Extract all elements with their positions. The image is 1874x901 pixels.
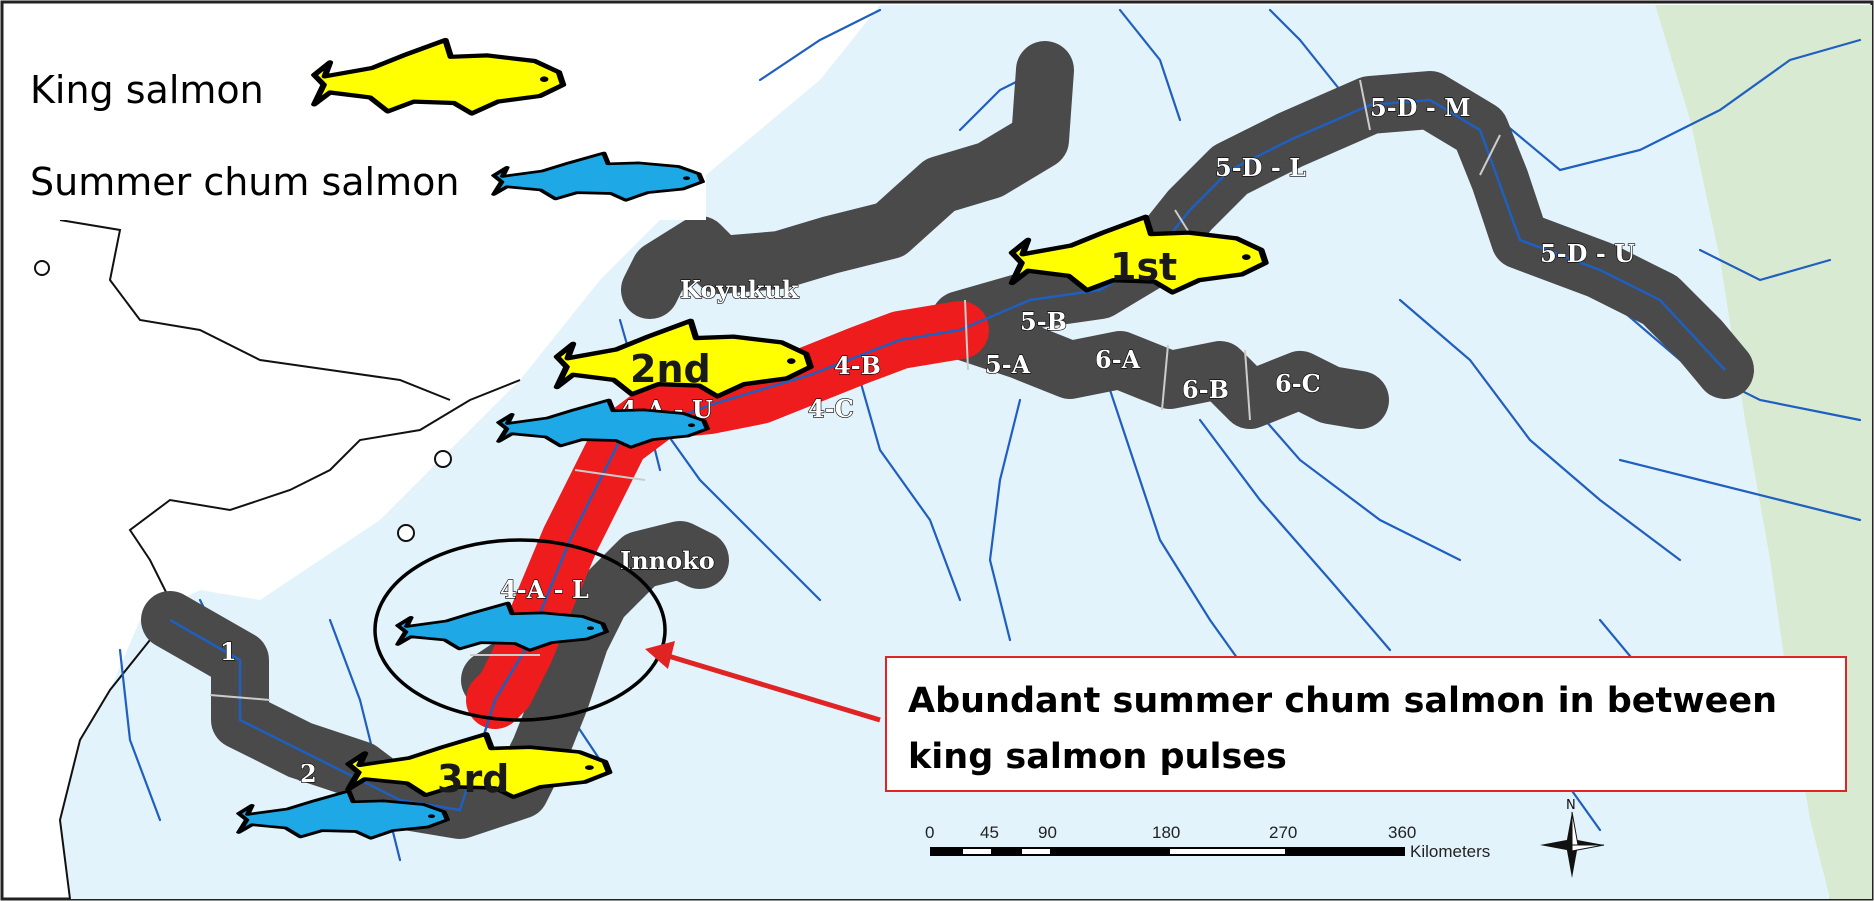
- segment-label: Innoko: [620, 546, 715, 575]
- north-label: N: [1566, 798, 1576, 813]
- legend-chum-label: Summer chum salmon: [30, 160, 459, 204]
- segment-label: 5-D - L: [1215, 153, 1306, 182]
- arrow-head: [645, 641, 675, 669]
- segment-boundaries: [209, 79, 1501, 701]
- scale-tick: 90: [1038, 823, 1057, 842]
- island: [397, 524, 415, 542]
- island: [434, 450, 452, 468]
- callout-box: [885, 656, 1847, 792]
- segment-label: Koyukuk: [680, 275, 800, 304]
- callout-arrow: [664, 652, 881, 723]
- scale-tick: 45: [980, 823, 999, 842]
- scale-tick: 270: [1269, 823, 1297, 842]
- scale-tick: 360: [1388, 823, 1416, 842]
- rank-label: 2nd: [630, 347, 711, 391]
- scale-bar: 0 45 90 180 270 360 Kilometers: [925, 823, 1490, 861]
- callout-line1: Abundant summer chum salmon in between: [908, 681, 1777, 721]
- segment-label: 5-D - M: [1370, 93, 1471, 122]
- north-arrow-icon: N: [1540, 798, 1605, 878]
- scale-unit: Kilometers: [1410, 842, 1490, 861]
- segment-label: 4-C: [808, 394, 854, 423]
- segment-label: 5-B: [1020, 307, 1067, 336]
- rank-label: 3rd: [437, 757, 509, 801]
- segment-label: 4-A - L: [500, 575, 589, 604]
- rank-label: 1st: [1110, 245, 1177, 289]
- region-boundary: [59, 219, 451, 401]
- segment-label: 6-A: [1095, 345, 1141, 374]
- highlight-ellipse: [373, 538, 667, 722]
- segment-label: 2: [300, 759, 317, 788]
- callout-line2: king salmon pulses: [908, 737, 1287, 777]
- scale-tick: 0: [925, 823, 934, 842]
- segment-label: 5-D - U: [1540, 239, 1635, 268]
- segment-label: 5-A: [985, 350, 1031, 379]
- scale-tick: 180: [1152, 823, 1180, 842]
- island: [34, 260, 50, 276]
- segment-label: 6-B: [1182, 375, 1229, 404]
- legend-king-label: King salmon: [30, 68, 264, 112]
- segment-label: 4-B: [834, 351, 881, 380]
- segment-label: 1: [220, 637, 237, 666]
- coastline: [58, 379, 521, 900]
- segment-label: 6-C: [1275, 369, 1321, 398]
